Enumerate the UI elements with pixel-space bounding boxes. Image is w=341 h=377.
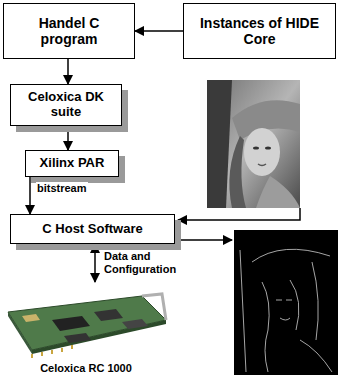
box-label: Handel C program <box>4 13 134 49</box>
arrow-connector <box>135 30 183 32</box>
arrow-connector <box>67 59 69 84</box>
core-box: Instances of HIDE Core <box>183 3 336 59</box>
input-arrow <box>178 208 300 220</box>
board-label: Celoxica RC 1000 <box>40 360 132 375</box>
box-label: Celoxica DK suite <box>11 88 121 122</box>
photo-input <box>207 80 300 208</box>
arrow-connector <box>29 177 31 214</box>
box-label: C Host Software <box>36 220 148 239</box>
fpga-board: Celoxica RC 1000 <box>2 282 170 375</box>
program-box: Handel C program <box>3 3 135 59</box>
arrow-connector <box>67 126 69 150</box>
software-box: C Host Software <box>10 214 175 244</box>
output-arrow <box>178 239 232 241</box>
tool-box: Xilinx PAR <box>25 150 119 177</box>
board-illustration <box>2 290 170 360</box>
edge-label: Data and Configuration <box>103 250 175 276</box>
edge-label: bitstream <box>36 182 88 195</box>
edge-image-output <box>234 230 338 375</box>
tool-box: Celoxica DK suite <box>10 84 122 126</box>
box-label: Instances of HIDE Core <box>184 13 335 49</box>
box-label: Xilinx PAR <box>34 154 111 173</box>
arrow-connector <box>94 244 96 282</box>
